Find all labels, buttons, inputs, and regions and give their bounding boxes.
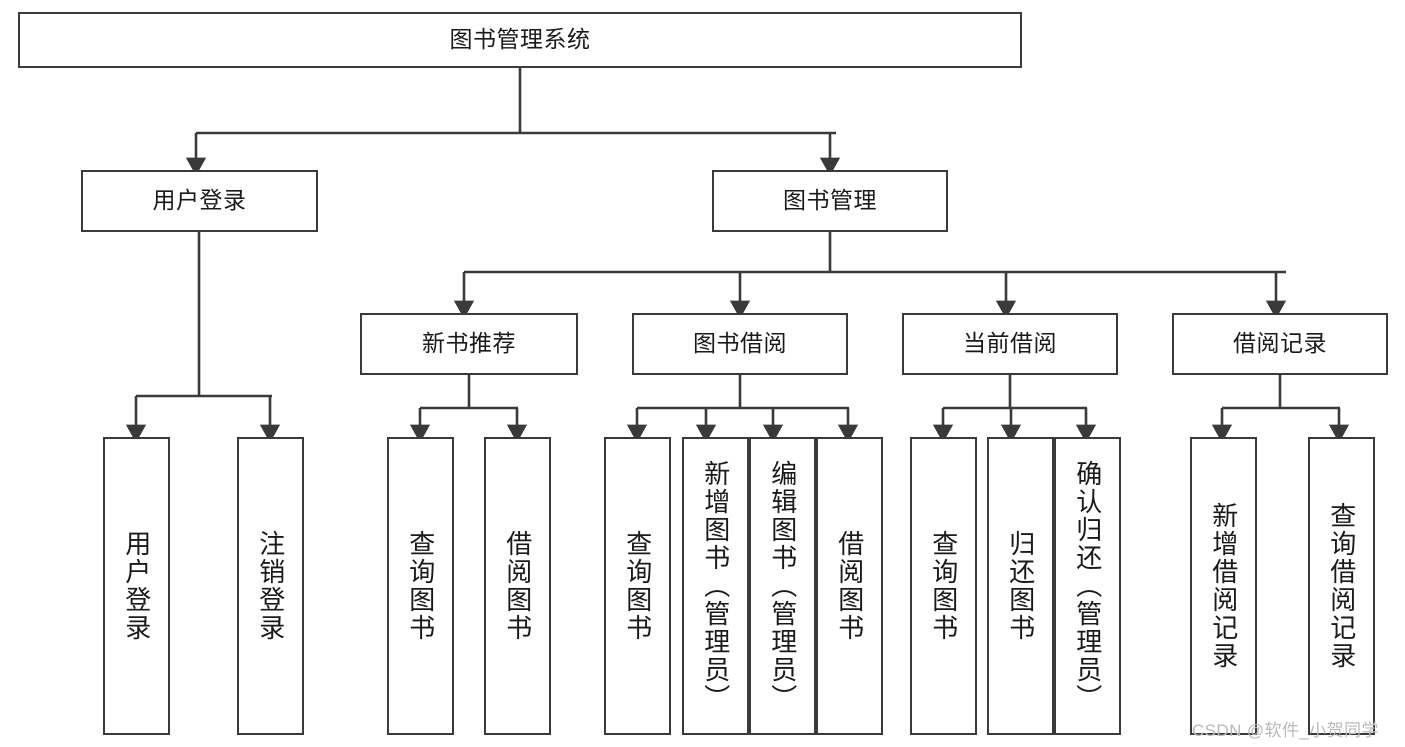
leaf-node-label: 借阅图书 xyxy=(834,530,865,642)
node-user-login[interactable]: 用户登录 xyxy=(81,170,318,232)
node-book-borrow-label: 图书借阅 xyxy=(693,330,787,357)
node-current-borrow-label: 当前借阅 xyxy=(963,330,1057,357)
node-current-borrow[interactable]: 当前借阅 xyxy=(902,313,1118,375)
leaf-node[interactable]: 注销登录 xyxy=(237,437,304,735)
leaf-node[interactable]: 归还图书 xyxy=(987,437,1054,735)
leaf-node[interactable]: 查询图书 xyxy=(910,437,977,735)
csdn-watermark: CSDN @软件_小贺同学 xyxy=(1192,721,1379,740)
node-new-book-recommend-label: 新书推荐 xyxy=(422,330,516,357)
leaf-node-label: 归还图书 xyxy=(1005,530,1036,642)
leaf-node-label: 用户登录 xyxy=(121,530,152,642)
leaf-node-label: 编辑图书（管理员） xyxy=(767,460,798,712)
node-root-label: 图书管理系统 xyxy=(449,26,591,53)
leaf-node-label: 新增图书（管理员） xyxy=(700,460,731,712)
leaf-node-label: 查询图书 xyxy=(928,530,959,642)
leaf-node[interactable]: 新增图书（管理员） xyxy=(682,437,749,735)
leaf-node-label: 借阅图书 xyxy=(502,530,533,642)
node-borrow-record[interactable]: 借阅记录 xyxy=(1172,313,1388,375)
node-user-login-label: 用户登录 xyxy=(152,187,247,214)
leaf-node[interactable]: 用户登录 xyxy=(103,437,170,735)
leaf-node-label: 查询借阅记录 xyxy=(1326,502,1357,670)
node-new-book-recommend[interactable]: 新书推荐 xyxy=(360,313,578,375)
leaf-node-label: 注销登录 xyxy=(255,530,286,642)
leaf-node[interactable]: 借阅图书 xyxy=(816,437,883,735)
leaf-node[interactable]: 确认归还（管理员） xyxy=(1054,437,1121,735)
leaf-node[interactable]: 编辑图书（管理员） xyxy=(749,437,816,735)
node-borrow-record-label: 借阅记录 xyxy=(1233,330,1327,357)
leaf-node[interactable]: 借阅图书 xyxy=(484,437,551,735)
leaf-node-label: 新增借阅记录 xyxy=(1208,502,1239,670)
leaf-node[interactable]: 查询图书 xyxy=(604,437,671,735)
leaf-node[interactable]: 查询图书 xyxy=(387,437,454,735)
node-book-management-label: 图书管理 xyxy=(783,187,877,214)
node-book-borrow[interactable]: 图书借阅 xyxy=(632,313,848,375)
node-book-management[interactable]: 图书管理 xyxy=(712,170,948,232)
leaf-node-label: 查询图书 xyxy=(405,530,436,642)
leaf-node[interactable]: 查询借阅记录 xyxy=(1308,437,1375,735)
node-root[interactable]: 图书管理系统 xyxy=(18,12,1022,68)
leaf-node-label: 确认归还（管理员） xyxy=(1072,460,1103,712)
leaf-node[interactable]: 新增借阅记录 xyxy=(1190,437,1257,735)
leaf-node-label: 查询图书 xyxy=(622,530,653,642)
